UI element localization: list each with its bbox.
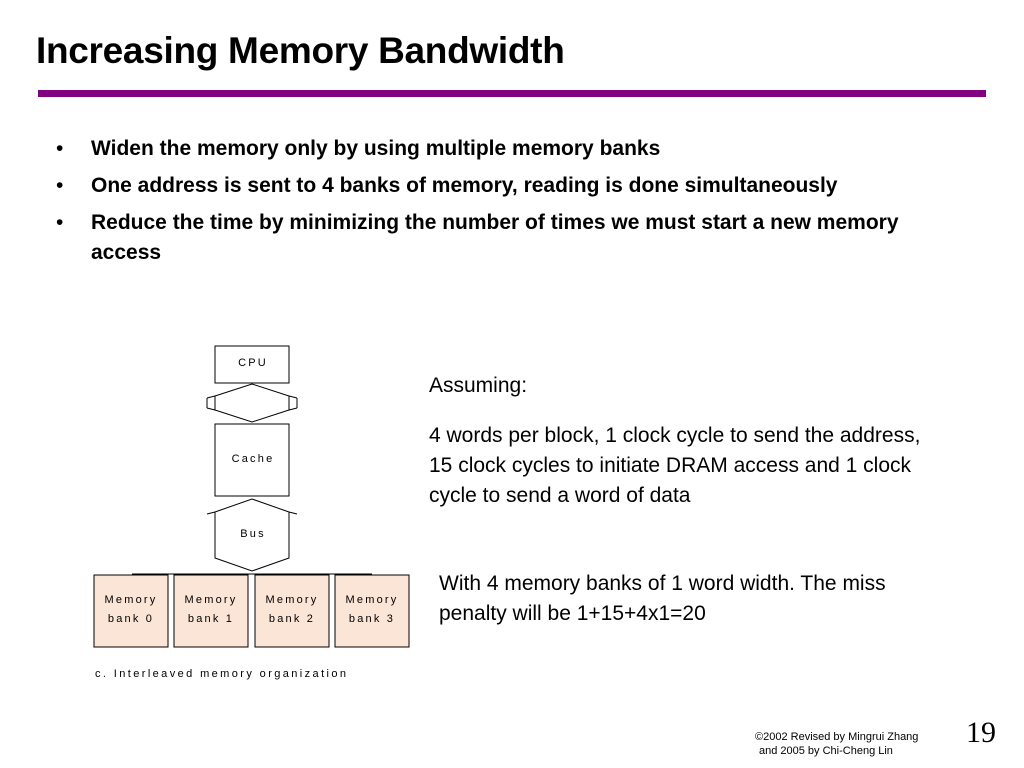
memory-bank-0: Memory bank 0 (93, 574, 169, 648)
bullet-glyph: • (56, 174, 64, 197)
bus-shape (214, 498, 290, 572)
connector-tick (206, 395, 216, 399)
memory-bank-1: Memory bank 1 (173, 574, 249, 648)
connector-tick (206, 407, 216, 411)
bank-line2: bank 1 (188, 613, 234, 625)
bullet-glyph: • (56, 137, 64, 160)
cache-box (214, 423, 290, 497)
bullet-item: • One address is sent to 4 banks of memo… (56, 171, 936, 201)
bank-line1: Memory (185, 594, 238, 606)
bank-line1: Memory (346, 594, 399, 606)
copyright-line: ©2002 Revised by Mingrui Zhang (755, 731, 919, 743)
bank-line2: bank 2 (269, 613, 315, 625)
bank-line1: Memory (105, 594, 158, 606)
cpu-cache-connector (214, 383, 290, 423)
bullet-text: Widen the memory only by using multiple … (91, 137, 661, 160)
bullet-item: • Widen the memory only by using multipl… (56, 134, 936, 164)
bullet-list: • Widen the memory only by using multipl… (56, 134, 936, 275)
copyright-line: and 2005 by Chi-Cheng Lin (759, 745, 893, 757)
memory-bank-2: Memory bank 2 (254, 574, 330, 648)
bank-line2: bank 3 (349, 613, 395, 625)
page-number: 19 (966, 716, 996, 749)
cache-label: Cache (232, 453, 275, 465)
assumption-heading: Assuming: (429, 374, 528, 397)
connector-tick (288, 395, 298, 399)
memory-bank-3: Memory bank 3 (334, 574, 410, 648)
bus-label: Bus (240, 528, 266, 540)
bank-line1: Memory (266, 594, 319, 606)
copyright-notice: ©2002 Revised by Mingrui Zhang and 2005 … (755, 730, 918, 758)
cpu-label: CPU (238, 357, 268, 369)
bullet-item: • Reduce the time by minimizing the numb… (56, 208, 936, 268)
bus-tick (288, 511, 298, 515)
bus-tick (206, 511, 216, 515)
bullet-text: Reduce the time by minimizing the number… (91, 211, 899, 264)
miss-penalty-result: With 4 memory banks of 1 word width. The… (439, 572, 886, 625)
bullet-glyph: • (56, 211, 64, 234)
assumption-body: 4 words per block, 1 clock cycle to send… (429, 424, 921, 507)
cpu-box (214, 345, 290, 384)
title-underline (38, 90, 986, 97)
bank-line2: bank 0 (108, 613, 154, 625)
bullet-text: One address is sent to 4 banks of memory… (91, 174, 838, 197)
connector-tick (288, 407, 298, 411)
diagram-caption: c. Interleaved memory organization (95, 668, 349, 680)
slide-title: Increasing Memory Bandwidth (36, 30, 565, 71)
